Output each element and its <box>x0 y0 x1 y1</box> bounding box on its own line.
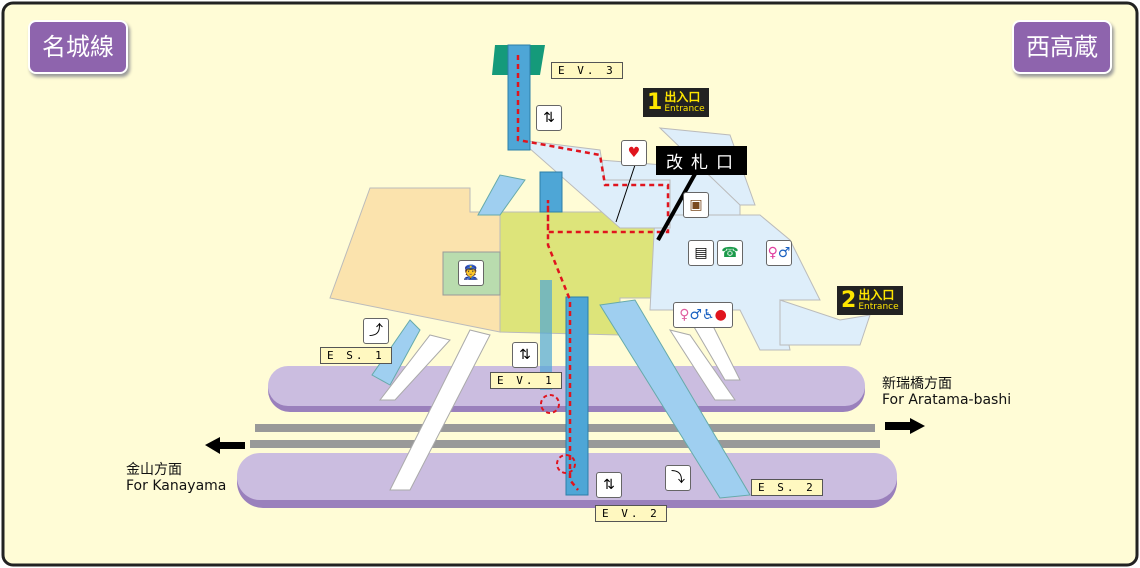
elevator-icon: ⇅ <box>512 342 538 368</box>
direction-aratama-bashi: 新瑞橋方面 For Aratama-bashi <box>882 376 1012 408</box>
direction-kanayama: 金山方面 For Kanayama <box>126 462 227 494</box>
elevator-icon: ⇅ <box>536 105 562 131</box>
restroom-icon: ♀♂ <box>766 240 792 266</box>
telephone-icon: ☎ <box>717 240 743 266</box>
elevator-2-label: E V. 2 <box>595 505 667 522</box>
elevator-icon: ⇅ <box>596 472 622 498</box>
escalator-icon: ⤴ <box>363 318 389 344</box>
escalator-2-label: E S. 2 <box>751 479 823 496</box>
escalator-1-label: E S. 1 <box>320 347 392 364</box>
station-name-badge: 西高蔵 <box>1012 20 1112 74</box>
escalator-icon: ⤵ <box>665 465 691 491</box>
elevator-1-label: E V. 1 <box>490 372 562 389</box>
accessible-restroom-icon: ♀♂♿● <box>673 302 733 328</box>
aed-icon: ♥ <box>621 140 647 166</box>
accessible-route <box>516 55 670 491</box>
elevator-3-shaft <box>507 44 531 151</box>
ticket-gate-label: 改札口 <box>656 146 747 175</box>
arrow-right-icon <box>885 418 925 434</box>
escalator-2 <box>599 299 751 499</box>
elevator-2-shaft <box>565 296 589 496</box>
ticket-machine-icon: ▣ <box>683 192 709 218</box>
arrow-left-icon <box>205 437 245 454</box>
elevator-3-label: E V. 3 <box>551 62 623 79</box>
station-staff-icon: 👮 <box>458 260 484 286</box>
line-name-badge: 名城線 <box>28 20 128 74</box>
locker-icon: ▤ <box>688 240 714 266</box>
